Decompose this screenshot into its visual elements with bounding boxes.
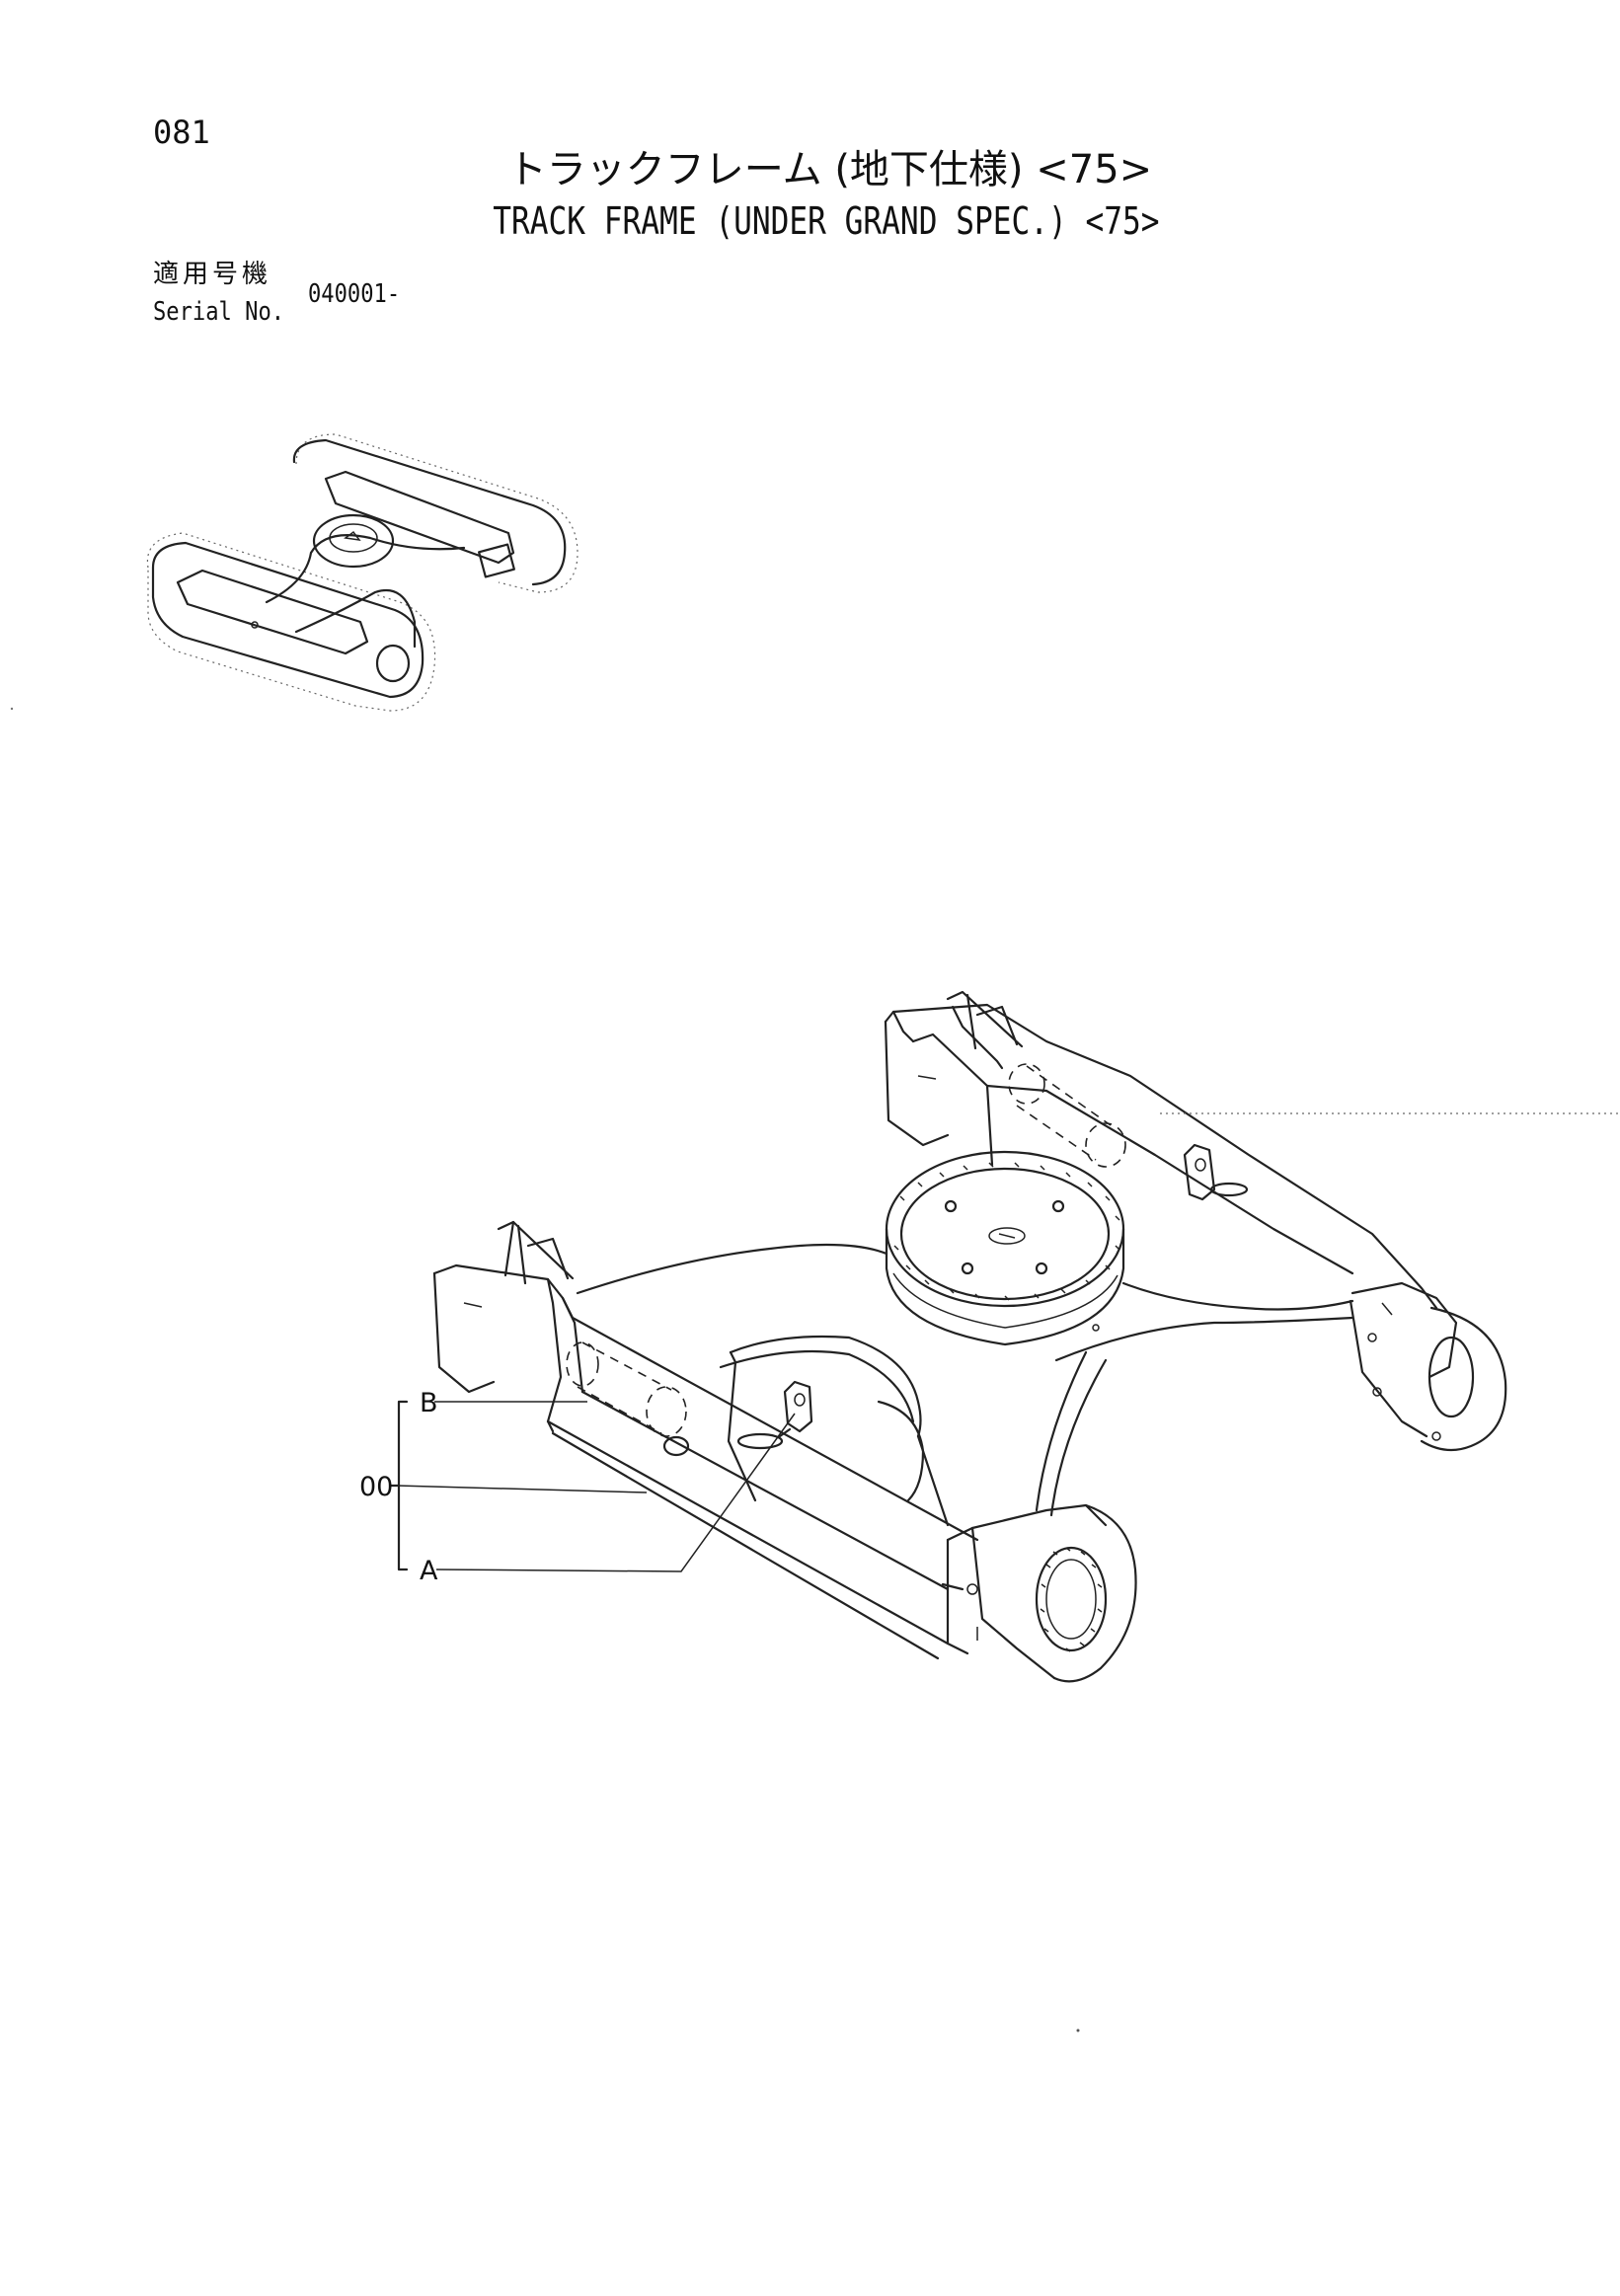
scan-speck [1076,2028,1080,2032]
serial-label-japanese: 適用号機 [153,260,272,289]
scan-speck [10,707,14,711]
callout-group: B 00 A [359,1388,796,1586]
bolt-circle-marks [893,1162,1120,1301]
callout-label-assembly: 00 [359,1472,393,1502]
idler-bolt-marks [1040,1547,1103,1652]
callout-label-a: A [420,1556,438,1586]
page-number: 081 [153,114,210,151]
callout-bracket [397,1400,409,1571]
page-title-english: TRACK FRAME (UNDER GRAND SPEC.) <75> [493,199,1160,243]
callout-label-b: B [420,1388,438,1418]
serial-number-value: 040001- [308,279,401,309]
page-title-japanese: トラックフレーム (地下仕様) <75> [506,147,1153,192]
overview-drawing [146,433,579,712]
serial-label-english: Serial No. [153,297,285,327]
leader-line-a [435,1413,796,1572]
leader-line-assembly [396,1485,648,1493]
track-frame-main-drawing [432,990,1620,1683]
